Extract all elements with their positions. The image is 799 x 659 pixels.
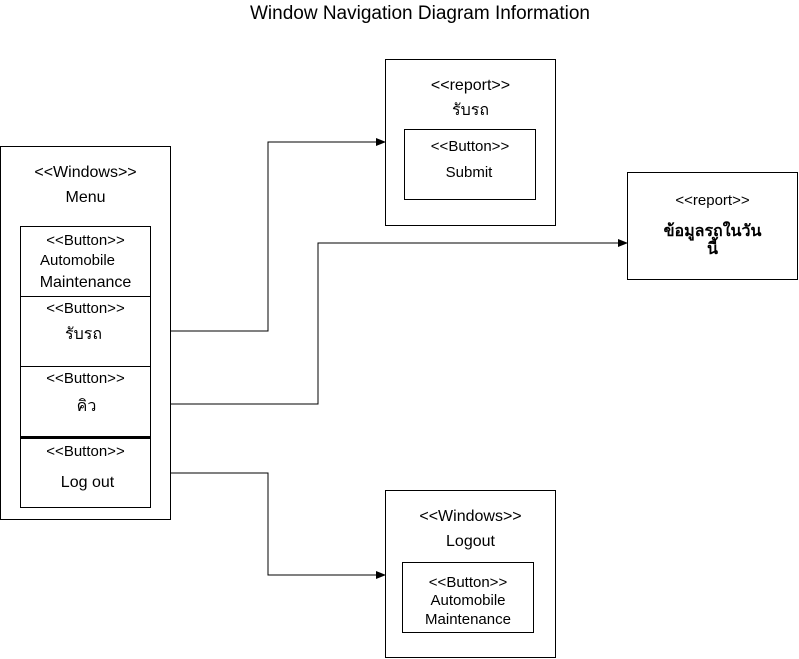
logout-button[interactable]: <<Button>> Log out <box>20 437 151 508</box>
window-stereotype: <<Windows>> <box>419 508 522 525</box>
connector-logout-to-logout-window <box>150 472 386 579</box>
connector-receive-to-report <box>150 138 386 332</box>
button-stereotype: <<Button>> <box>46 232 125 249</box>
today-cars-report: <<report>> ข้อมูลรถในวัน นี้ <box>627 172 798 280</box>
button-label: คิว <box>76 398 97 415</box>
queue-button[interactable]: <<Button>> คิว <box>20 366 151 437</box>
window-title: Logout <box>446 533 495 550</box>
report-title-line1: ข้อมูลรถในวัน <box>663 223 762 240</box>
submit-button[interactable]: <<Button>> Submit <box>404 129 536 200</box>
report-title-line2: นี้ <box>707 241 718 258</box>
report-stereotype: <<report>> <box>675 192 750 209</box>
report-title: รับรถ <box>451 102 490 119</box>
button-stereotype: <<Button>> <box>46 300 125 317</box>
button-label-line1: Automobile <box>39 252 116 269</box>
receive-car-button[interactable]: <<Button>> รับรถ <box>20 296 151 367</box>
button-label: รับรถ <box>64 326 103 343</box>
logout-automobile-maintenance-button[interactable]: <<Button>> Automobile Maintenance <box>402 562 534 633</box>
menu-title: Menu <box>65 189 106 206</box>
button-label-line2: Maintenance <box>425 611 511 628</box>
button-label: Submit <box>445 164 493 181</box>
automobile-maintenance-button[interactable]: <<Button>> Automobile Maintenance <box>20 226 151 297</box>
button-stereotype: <<Button>> <box>46 370 125 387</box>
diagram-title: Window Navigation Diagram Information <box>249 3 591 24</box>
button-label-line2: Maintenance <box>39 274 132 291</box>
button-stereotype: <<Button>> <box>428 574 508 591</box>
connector-queue-to-today-report <box>150 239 628 405</box>
button-label-line1: Automobile <box>430 592 506 609</box>
button-label: Log out <box>60 474 115 491</box>
menu-stereotype: <<Windows>> <box>34 164 137 181</box>
report-stereotype: <<report>> <box>430 77 511 94</box>
button-stereotype: <<Button>> <box>46 443 125 460</box>
button-stereotype: <<Button>> <box>430 138 510 155</box>
